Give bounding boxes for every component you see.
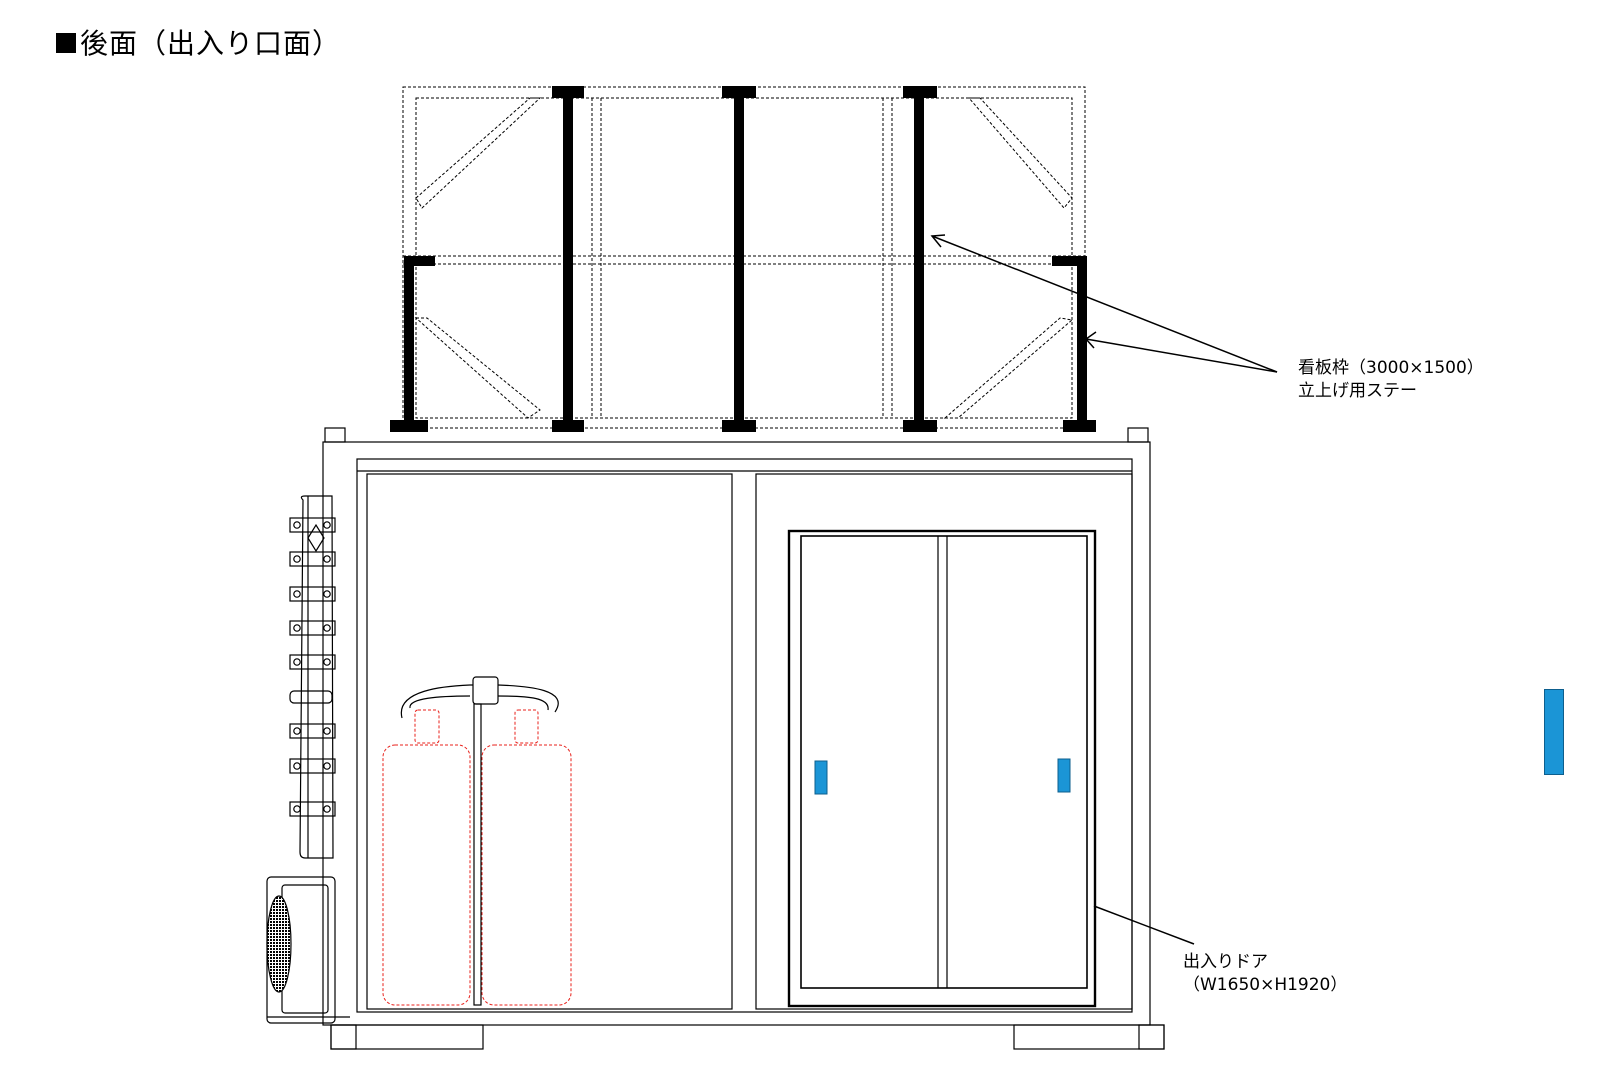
door-handle-left bbox=[814, 760, 828, 795]
door-label: 出入りドア （W1650×H1920） bbox=[1183, 951, 1347, 997]
ac-fan-grille bbox=[266, 895, 292, 993]
page-title-text: 後面（出入り口面） bbox=[80, 27, 342, 60]
pipe-clamps bbox=[289, 517, 336, 817]
entrance-door bbox=[787, 529, 1097, 1008]
container-body bbox=[322, 427, 1165, 1050]
signboard-stay-label: 看板枠（3000×1500） 立上げ用ステー bbox=[1298, 357, 1484, 403]
frame-diagonal-braces bbox=[414, 97, 1074, 419]
door-label-line1: 出入りドア bbox=[1183, 952, 1268, 972]
door-label-line2: （W1650×H1920） bbox=[1183, 975, 1348, 995]
page-title: 後面（出入り口面） bbox=[56, 22, 341, 62]
annotation-leaders bbox=[930, 234, 1278, 945]
signboard-stays bbox=[390, 86, 1096, 432]
signboard-stay-label-line1: 看板枠（3000×1500） bbox=[1298, 358, 1484, 378]
signboard-stay-label-line2: 立上げ用ステー bbox=[1298, 381, 1417, 401]
gas-cylinders bbox=[382, 676, 572, 1006]
black-square-icon bbox=[56, 33, 76, 53]
side-tab-marker[interactable] bbox=[1544, 689, 1564, 775]
side-piping bbox=[289, 495, 336, 859]
door-handle-right bbox=[1057, 758, 1071, 793]
